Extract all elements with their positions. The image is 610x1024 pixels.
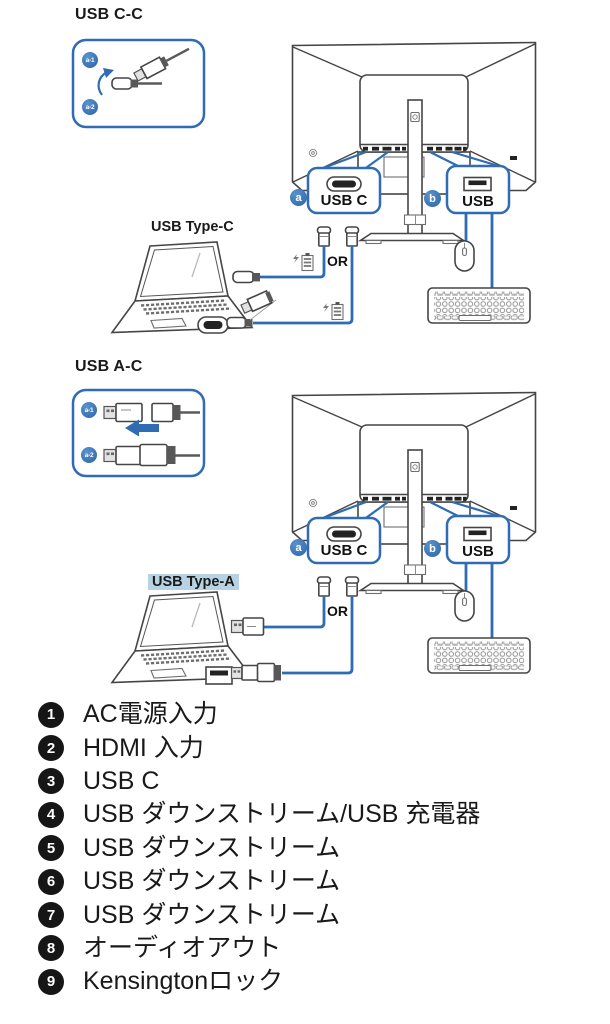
step-badge-a2: a-2 bbox=[81, 447, 97, 463]
usb-callout-label: USB bbox=[462, 193, 494, 210]
battery-charging-icon bbox=[293, 253, 314, 272]
usb-a-c-assembled-icon bbox=[230, 662, 281, 683]
left-arrow-icon bbox=[125, 419, 159, 437]
callout-badge-b: b bbox=[424, 190, 441, 207]
legend-label: USB ダウンストリーム bbox=[83, 900, 341, 929]
legend-item: 6 USB ダウンストリーム bbox=[0, 865, 610, 898]
usb-c-callout-label: USB C bbox=[320, 542, 368, 559]
step-badge-a2: a-2 bbox=[82, 99, 98, 115]
usb-cc-cable-box bbox=[71, 38, 206, 129]
legend-label: USB C bbox=[83, 766, 160, 795]
legend-item: 5 USB ダウンストリーム bbox=[0, 832, 610, 865]
usb-c-connector-icon bbox=[232, 270, 260, 284]
legend-label: USB ダウンストリーム bbox=[83, 867, 341, 896]
usb-a-adapter-tilted-icon bbox=[133, 47, 190, 82]
usb-a-c-assembled-icon bbox=[103, 443, 200, 467]
usb-c-callout-label: USB C bbox=[320, 192, 368, 209]
legend-item: 9 Kensingtonロック bbox=[0, 965, 610, 998]
usb-a-connector-icon bbox=[103, 402, 143, 423]
legend-item: 4 USB ダウンストリーム/USB 充電器 bbox=[0, 798, 610, 831]
usb-a-adapter-detached-icon bbox=[240, 289, 274, 315]
legend-number-badge: 2 bbox=[38, 735, 64, 762]
callout-badge-b: b bbox=[424, 540, 441, 557]
port-legend: 1 AC電源入力 2 HDMI 入力 3 USB C 4 USB ダウンストリー… bbox=[0, 698, 610, 999]
legend-item: 2 HDMI 入力 bbox=[0, 731, 610, 764]
usb-cc-connections bbox=[197, 246, 354, 334]
legend-number-badge: 4 bbox=[38, 801, 64, 828]
legend-number-badge: 6 bbox=[38, 868, 64, 895]
legend-label: HDMI 入力 bbox=[83, 733, 204, 762]
battery-charging-icon bbox=[323, 302, 344, 321]
laptop-label-type-a: USB Type-A bbox=[148, 574, 239, 590]
legend-item: 1 AC電源入力 bbox=[0, 698, 610, 731]
legend-label: USB ダウンストリーム/USB 充電器 bbox=[83, 800, 481, 829]
legend-number-badge: 3 bbox=[38, 768, 64, 795]
step-badge-a1: a-1 bbox=[81, 402, 97, 418]
usb-ac-cable-box bbox=[71, 388, 206, 478]
legend-label: AC電源入力 bbox=[83, 700, 218, 729]
laptop-usb-a-port-icon bbox=[205, 666, 233, 685]
callout-badge-a: a bbox=[290, 189, 307, 206]
laptop-usb-c-port-icon bbox=[197, 316, 229, 334]
usb-c-connector-icon bbox=[111, 77, 162, 90]
or-label: OR bbox=[327, 603, 348, 619]
legend-number-badge: 9 bbox=[38, 968, 64, 995]
usb-a-connector-icon bbox=[230, 617, 265, 636]
legend-number-badge: 5 bbox=[38, 835, 64, 862]
legend-label: オーディオアウト bbox=[83, 933, 282, 962]
section-title-usb-ac: USB A-C bbox=[75, 358, 143, 375]
usb-c-adapter-icon bbox=[151, 402, 200, 423]
usb-c-connector-icon bbox=[226, 316, 253, 329]
section-title-usb-cc: USB C-C bbox=[75, 6, 144, 23]
legend-item: 7 USB ダウンストリーム bbox=[0, 898, 610, 931]
callout-badge-a: a bbox=[290, 539, 307, 556]
legend-number-badge: 7 bbox=[38, 902, 64, 929]
step-badge-a1: a-1 bbox=[82, 52, 98, 68]
usb-callout-label: USB bbox=[462, 543, 494, 560]
legend-item: 8 オーディオアウト bbox=[0, 932, 610, 965]
usb-ac-connections bbox=[205, 596, 354, 685]
or-label: OR bbox=[327, 253, 348, 269]
legend-number-badge: 8 bbox=[38, 935, 64, 962]
legend-number-badge: 1 bbox=[38, 701, 64, 728]
legend-item: 3 USB C bbox=[0, 765, 610, 798]
legend-label: Kensingtonロック bbox=[83, 967, 284, 996]
legend-label: USB ダウンストリーム bbox=[83, 833, 341, 862]
laptop-label-type-c: USB Type-C bbox=[151, 219, 234, 235]
